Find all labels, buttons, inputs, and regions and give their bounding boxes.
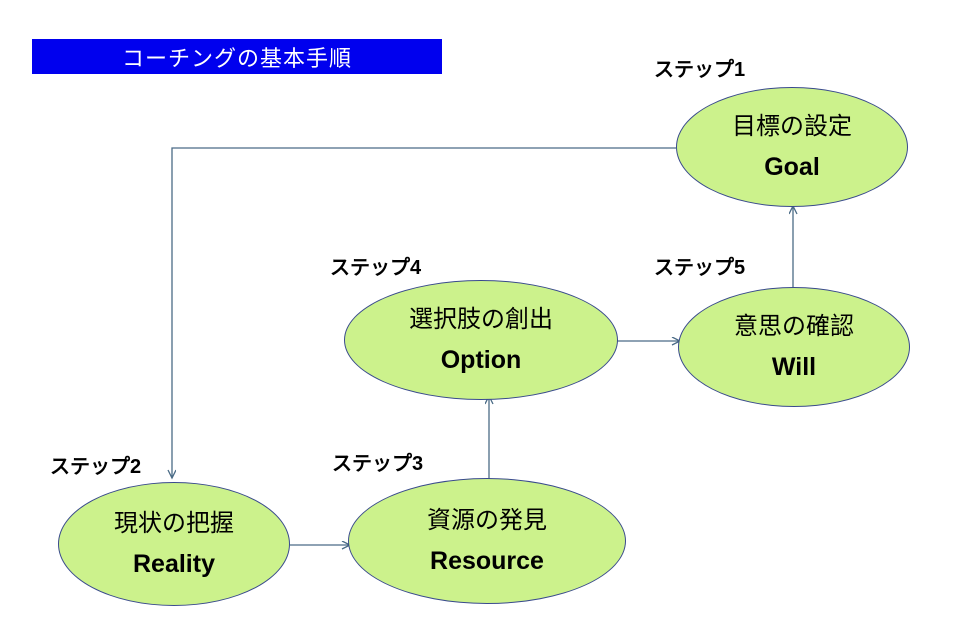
step-label-1: ステップ1 [654,59,746,81]
connector-goal-to-reality [172,147,676,478]
node-reality[interactable]: 現状の把握 Reality [58,482,290,606]
step-label-4: ステップ4 [330,257,422,279]
node-reality-jp-label: 現状の把握 [114,509,234,537]
node-goal[interactable]: 目標の設定 Goal [676,87,908,207]
node-resource[interactable]: 資源の発見 Resource [348,478,626,604]
node-goal-en-label: Goal [764,152,820,181]
node-resource-jp-label: 資源の発見 [427,506,547,534]
node-resource-en-label: Resource [430,546,544,575]
node-goal-jp-label: 目標の設定 [732,112,852,140]
node-reality-en-label: Reality [133,549,215,578]
node-option-en-label: Option [440,345,522,374]
step-label-2: ステップ2 [50,456,142,478]
node-option-jp-label: 選択肢の創出 [409,305,553,333]
node-option[interactable]: 選択肢の創出 Option [344,280,618,400]
page-title: コーチングの基本手順 [121,45,352,71]
step-label-5: ステップ5 [654,257,746,279]
node-will-jp-label: 意思の確認 [734,312,854,340]
step-label-3: ステップ3 [332,453,424,475]
node-will[interactable]: 意思の確認 Will [678,287,910,407]
diagram-title-banner: コーチングの基本手順 [32,39,442,74]
node-will-en-label: Will [771,352,817,381]
